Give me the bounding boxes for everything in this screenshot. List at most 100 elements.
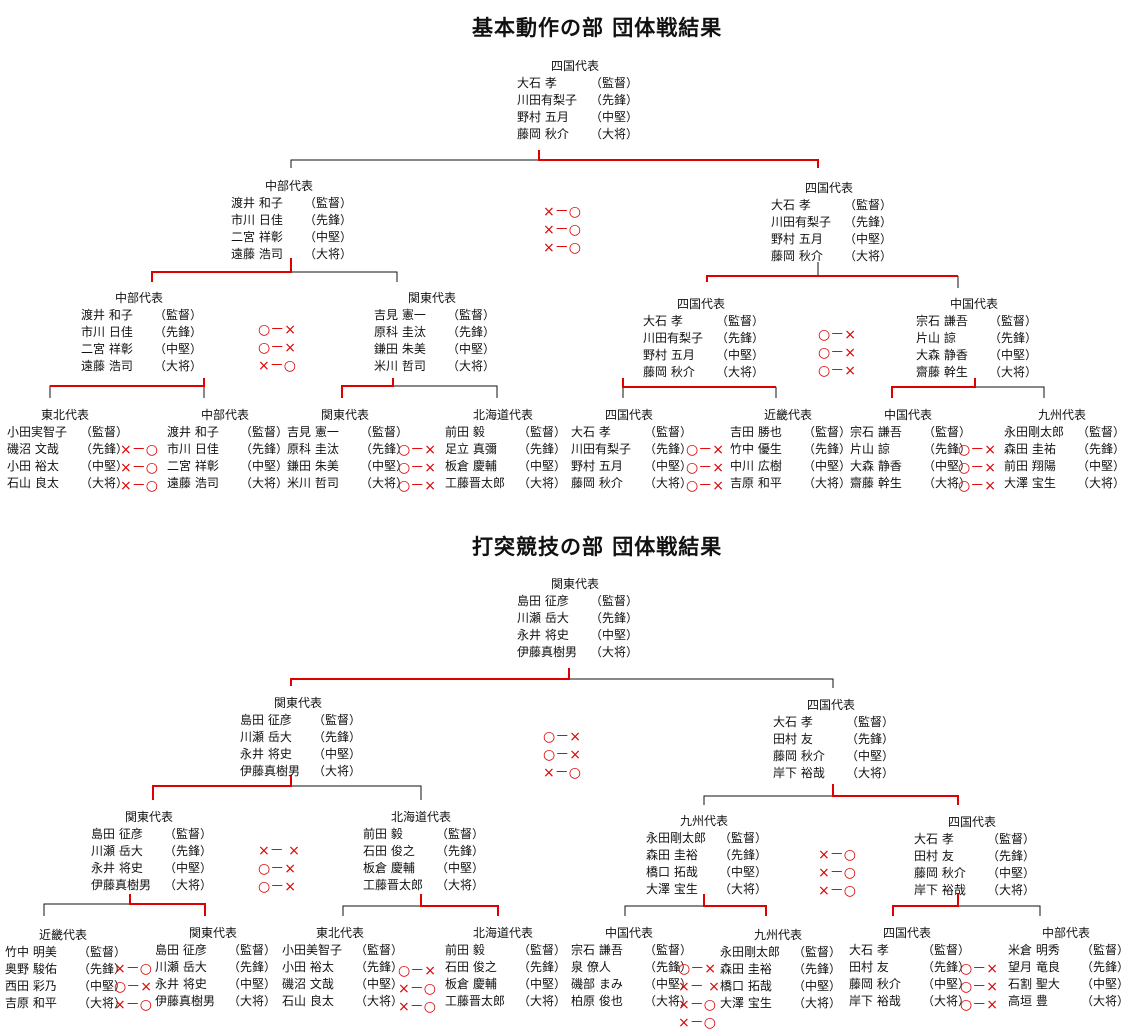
member-row: 工藤晋太郎（大将） xyxy=(363,877,484,894)
member-role: （監督） xyxy=(1077,425,1124,439)
member-name: 二宮 祥彰 xyxy=(81,342,133,356)
member-role: （先鋒） xyxy=(228,960,277,974)
bout-result: ○－× xyxy=(543,729,581,745)
member-name: 中川 広樹 xyxy=(730,459,782,473)
member-name: 渡井 和子 xyxy=(167,425,219,439)
team-box: 関東代表島田 征彦（監督）川瀬 岳大（先鋒）永井 将史（中堅）伊藤真樹男（大将） xyxy=(91,809,212,894)
member-role: （監督） xyxy=(304,196,353,210)
member-row: 小田美智子（監督） xyxy=(282,942,403,959)
member-name: 森田 圭裕 xyxy=(646,848,698,862)
team-box: 九州代表永田剛太郎（監督）森田 圭裕（先鋒）橋口 拓哉（中堅）大澤 宝生（大将） xyxy=(646,813,767,898)
member-role: （中堅） xyxy=(78,979,127,993)
member-name: 大森 静香 xyxy=(850,459,902,473)
bout-result: ○－× xyxy=(686,460,724,476)
team-name: 中部代表 xyxy=(114,291,163,305)
team-name: 九州代表 xyxy=(753,928,802,942)
member-role: （中堅） xyxy=(304,230,353,244)
member-name: 宗石 謙吾 xyxy=(916,314,968,328)
member-name: 渡井 和子 xyxy=(231,196,283,210)
team-box: 中国代表宗石 謙吾（監督）片山 諒（先鋒）大森 静香（中堅）齋藤 幹生（大将） xyxy=(916,296,1037,381)
member-name: 板倉 慶輔 xyxy=(445,459,497,473)
member-name: 石割 聖大 xyxy=(1008,977,1060,991)
bout-result: ○－× xyxy=(398,460,436,476)
member-role: （監督） xyxy=(716,314,765,328)
member-role: （先鋒） xyxy=(447,325,496,339)
member-role: （監督） xyxy=(447,308,496,322)
section-title-kihon: 基本動作の部 団体戦結果 xyxy=(472,16,723,40)
winner-line xyxy=(341,378,394,398)
member-name: 泉 僚人 xyxy=(571,960,611,974)
member-row: 伊藤真樹男（大将） xyxy=(91,877,212,894)
member-role: （中堅） xyxy=(164,861,213,875)
member-name: 野村 五月 xyxy=(517,110,569,124)
member-role: （中堅） xyxy=(518,977,567,991)
member-role: （大将） xyxy=(922,994,971,1008)
match-result-group: ×－ ×○－×○－× xyxy=(258,842,300,896)
member-role: （大将） xyxy=(304,247,353,261)
member-row: 二宮 祥彰（中堅） xyxy=(81,341,202,358)
member-row: 藤岡 秋介（大将） xyxy=(643,364,764,381)
member-row: 工藤晋太郎（大将） xyxy=(445,475,566,492)
member-role: （監督） xyxy=(240,425,289,439)
member-name: 石田 俊之 xyxy=(363,844,415,858)
team-box: 関東代表島田 征彦（監督）川瀬 岳大（先鋒）永井 将史（中堅）伊藤真樹男（大将） xyxy=(517,576,638,661)
member-row: 吉見 憲一（監督） xyxy=(287,424,408,441)
member-row: 永井 将史（中堅） xyxy=(91,860,212,877)
member-role: （監督） xyxy=(436,827,485,841)
bracket-line xyxy=(975,386,1045,398)
team-box: 中部代表渡井 和子（監督）市川 日佳（先鋒）二宮 祥彰（中堅）遠藤 浩司（大将） xyxy=(167,407,288,492)
member-role: （大将） xyxy=(793,996,842,1010)
match-result-group: ○－××－ ××－○×－○ xyxy=(678,960,720,1032)
member-name: 藤岡 秋介 xyxy=(771,249,823,263)
member-role: （先鋒） xyxy=(590,93,639,107)
member-row: 前田 毅（監督） xyxy=(363,826,484,843)
member-row: 石田 俊之（先鋒） xyxy=(445,959,566,976)
team-name: 東北代表 xyxy=(40,408,89,422)
member-row: 大澤 宝生（大将） xyxy=(646,881,767,898)
member-row: 西田 彩乃（中堅） xyxy=(5,978,126,995)
member-row: 遠藤 浩司（大将） xyxy=(167,475,288,492)
member-row: 野村 五月（中堅） xyxy=(643,347,764,364)
member-name: 工藤晋太郎 xyxy=(363,878,424,892)
member-row: 小田実智子（監督） xyxy=(7,424,128,441)
bracket-line xyxy=(703,795,833,805)
member-row: 吉原 和平（大将） xyxy=(5,995,126,1012)
bout-result: ×－○ xyxy=(543,240,581,256)
member-role: （大将） xyxy=(987,883,1036,897)
member-row: 齋藤 幹生（大将） xyxy=(916,364,1037,381)
member-name: 小田美智子 xyxy=(282,943,343,957)
member-role: （大将） xyxy=(518,476,567,490)
member-role: （監督） xyxy=(313,713,362,727)
member-role: （中堅） xyxy=(436,861,485,875)
member-role: （監督） xyxy=(78,945,127,959)
bracket-line xyxy=(43,903,130,916)
member-role: （中堅） xyxy=(590,628,639,642)
match-result-group: ×－○○－××－○ xyxy=(114,960,152,1014)
member-name: 永田剛太郎 xyxy=(646,831,707,845)
member-name: 渡井 和子 xyxy=(81,308,133,322)
member-row: 竹中 明美（監督） xyxy=(5,944,126,961)
bout-result: ×－○ xyxy=(114,961,152,977)
member-role: （大将） xyxy=(78,996,127,1010)
member-name: 前田 毅 xyxy=(445,425,485,439)
member-role: （大将） xyxy=(80,476,129,490)
member-role: （監督） xyxy=(590,594,639,608)
member-name: 橋口 拓哉 xyxy=(720,979,772,993)
match-result-group: ×－○×－○×－○ xyxy=(120,441,158,495)
member-role: （先鋒） xyxy=(987,849,1036,863)
member-role: （先鋒） xyxy=(844,215,893,229)
team-name: 中部代表 xyxy=(200,408,249,422)
member-row: 島田 征彦（監督） xyxy=(240,712,361,729)
member-row: 大石 孝（監督） xyxy=(517,75,638,92)
team-box: 中部代表渡井 和子（監督）市川 日佳（先鋒）二宮 祥彰（中堅）遠藤 浩司（大将） xyxy=(81,290,202,375)
member-role: （監督） xyxy=(644,425,693,439)
member-role: （先鋒） xyxy=(313,730,362,744)
member-name: 二宮 祥彰 xyxy=(231,230,283,244)
member-row: 板倉 慶輔（中堅） xyxy=(445,458,566,475)
member-name: 田村 友 xyxy=(849,960,889,974)
member-name: 米川 哲司 xyxy=(374,359,426,373)
member-name: 吉見 憲一 xyxy=(287,425,339,439)
member-name: 野村 五月 xyxy=(771,232,823,246)
member-name: 前田 翔陽 xyxy=(1004,459,1056,473)
member-name: 片山 諒 xyxy=(850,442,890,456)
